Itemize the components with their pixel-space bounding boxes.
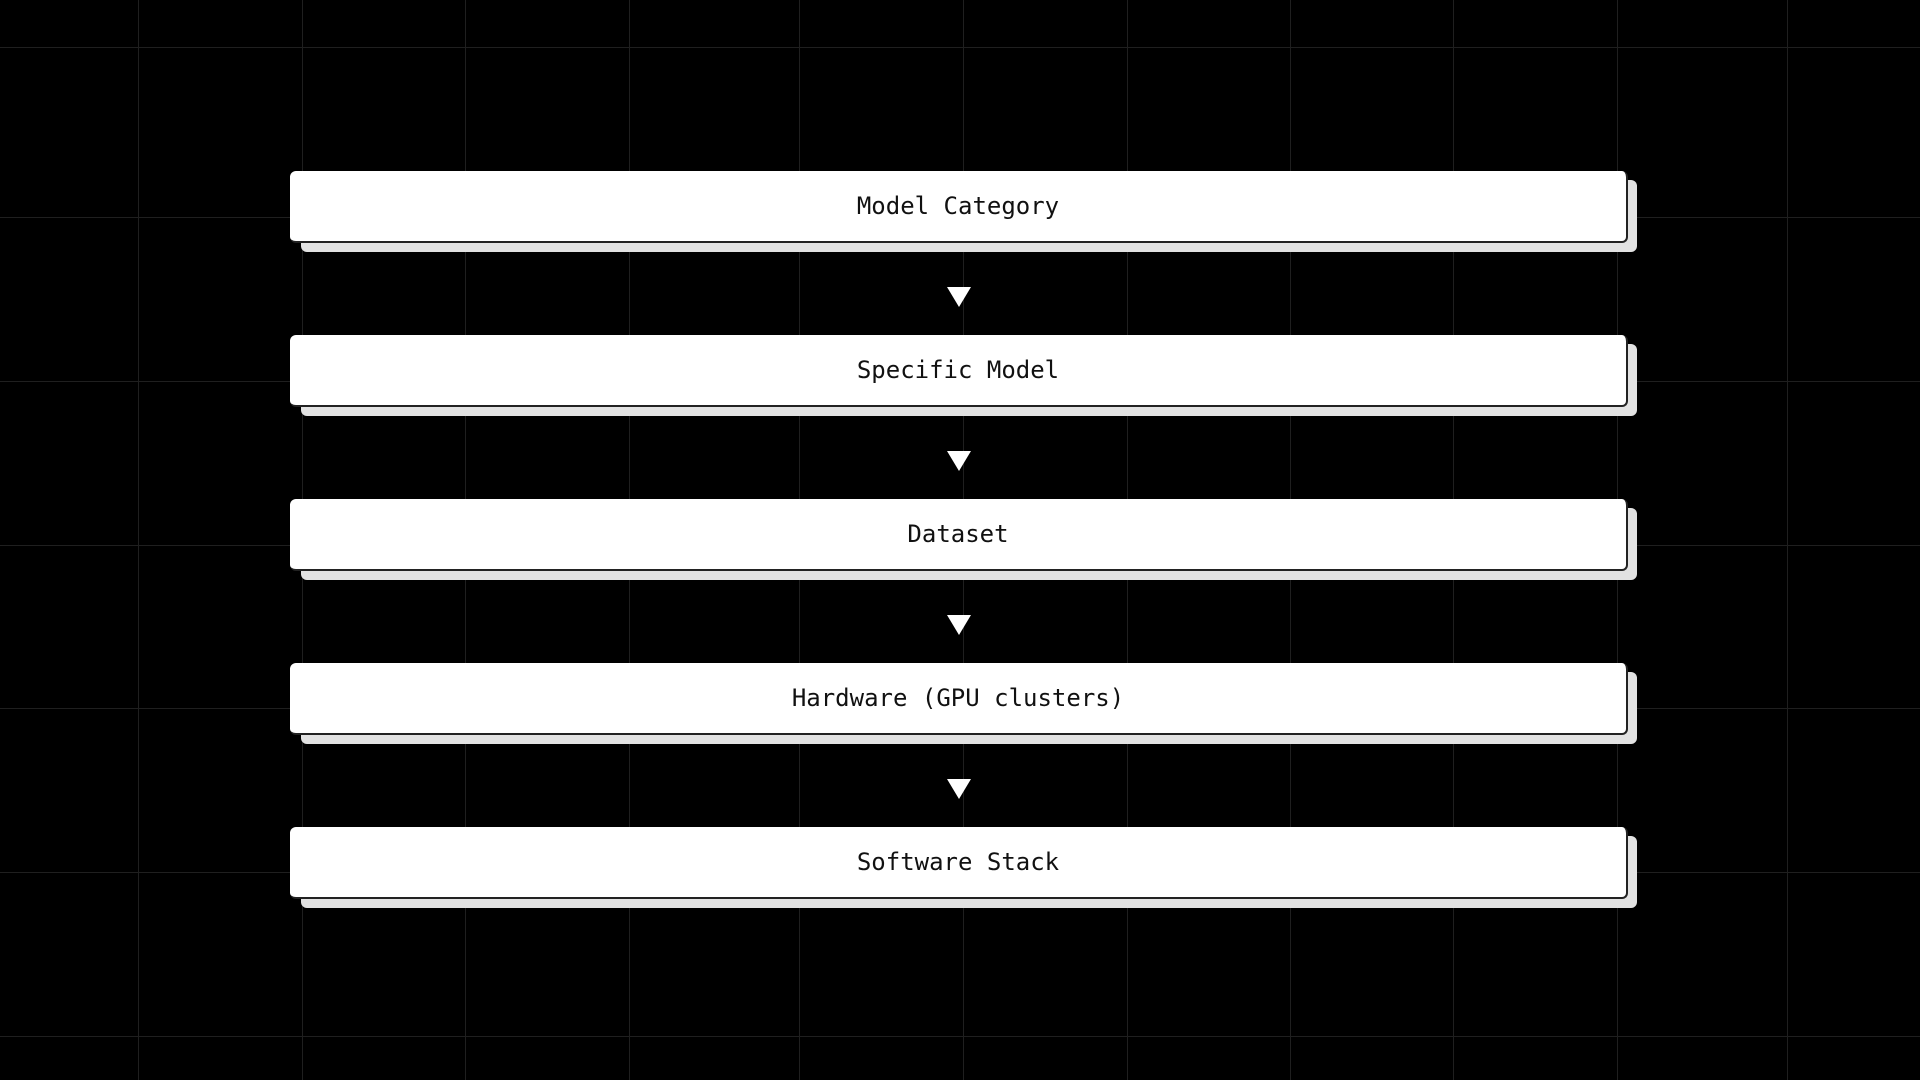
step-label: Specific Model [856, 356, 1060, 384]
grid-line [1787, 0, 1788, 1080]
step-dataset: Dataset [290, 499, 1637, 580]
grid-line [0, 1036, 1920, 1037]
grid-line [0, 47, 1920, 48]
arrow-down-icon [947, 287, 971, 307]
step-box: Specific Model [290, 335, 1628, 407]
step-hardware: Hardware (GPU clusters) [290, 663, 1637, 744]
step-box: Software Stack [290, 827, 1628, 899]
step-box: Hardware (GPU clusters) [290, 663, 1628, 735]
step-software-stack: Software Stack [290, 827, 1637, 908]
step-label: Model Category [856, 192, 1060, 220]
step-label: Hardware (GPU clusters) [791, 684, 1125, 712]
arrow-down-icon [947, 451, 971, 471]
step-label: Dataset [907, 520, 1009, 548]
grid-line [138, 0, 139, 1080]
arrow-down-icon [947, 615, 971, 635]
step-model-category: Model Category [290, 171, 1637, 252]
step-specific-model: Specific Model [290, 335, 1637, 416]
step-box: Model Category [290, 171, 1628, 243]
step-box: Dataset [290, 499, 1628, 571]
step-label: Software Stack [856, 848, 1060, 876]
arrow-down-icon [947, 779, 971, 799]
